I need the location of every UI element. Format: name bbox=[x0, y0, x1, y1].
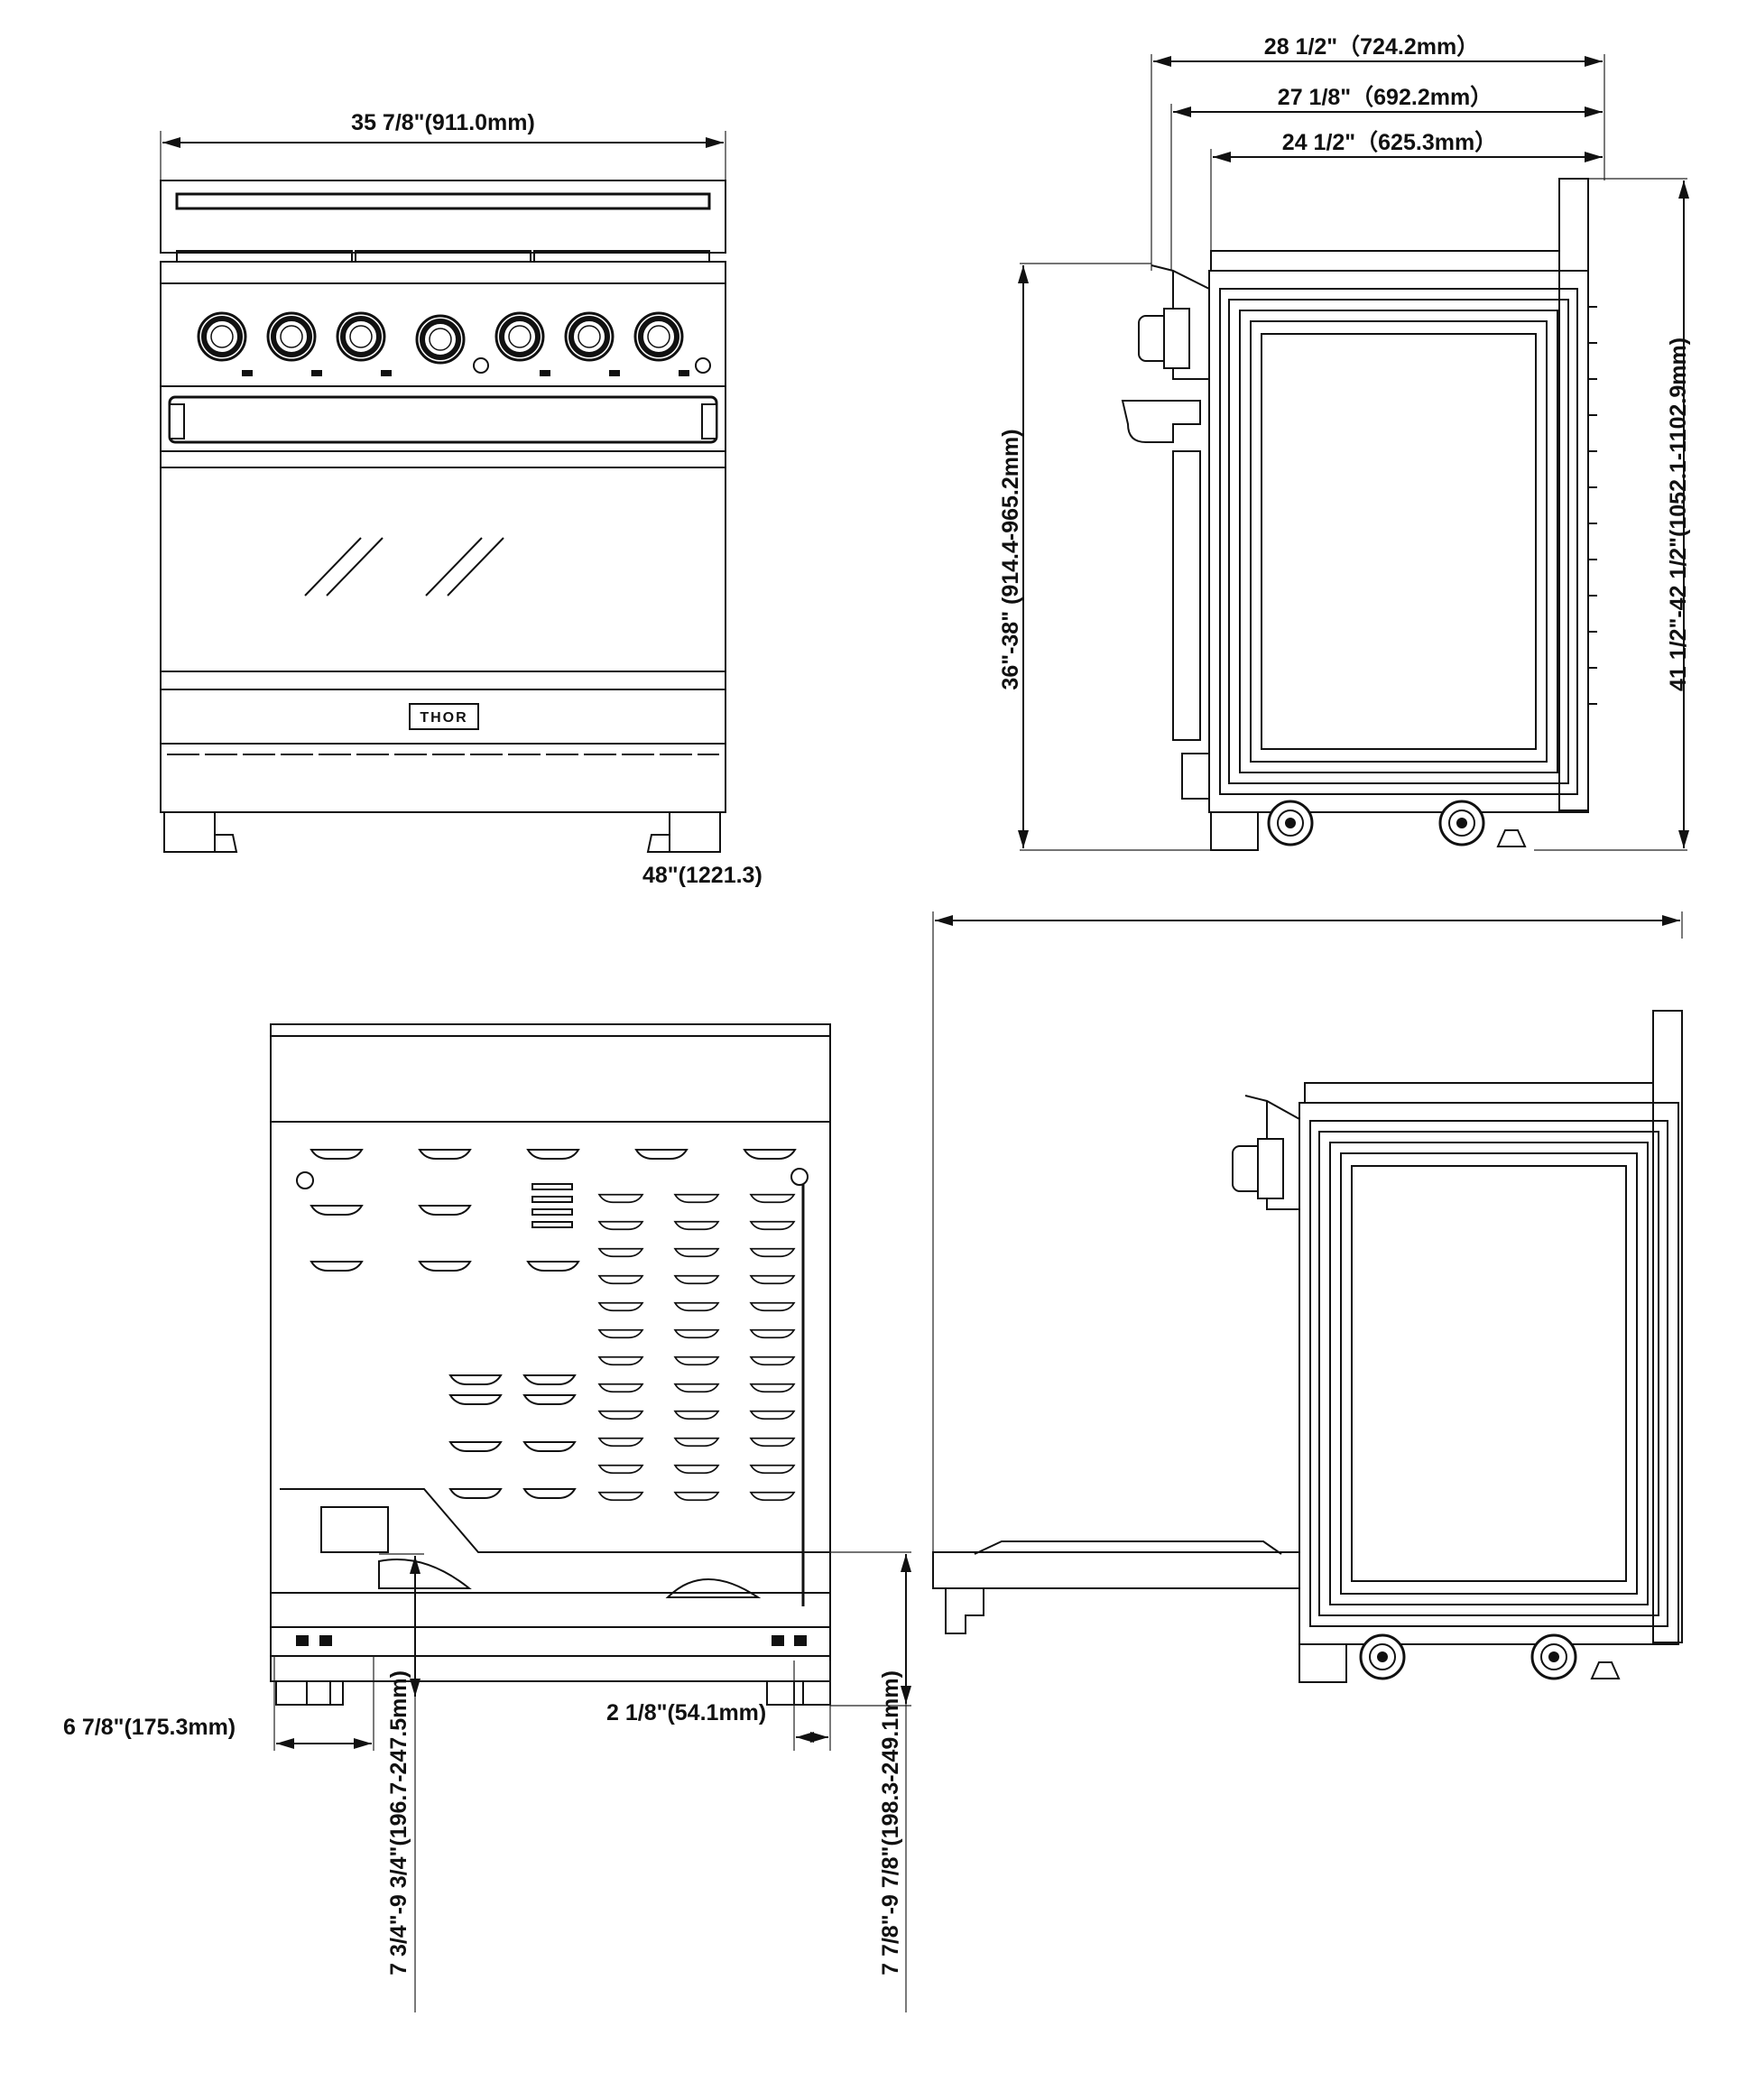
wheel-icon bbox=[1267, 800, 1314, 846]
rear-fitting-icon bbox=[296, 1171, 314, 1189]
vent-slot-grid bbox=[598, 1193, 795, 1502]
side-leg bbox=[1299, 1643, 1347, 1683]
backguard bbox=[160, 180, 726, 254]
oven-window bbox=[160, 467, 726, 672]
leveling-foot-icon bbox=[1590, 1661, 1621, 1679]
height-label: 36"-38" (914.4-965.2mm) bbox=[998, 429, 1023, 689]
burner-knob-icon bbox=[337, 313, 384, 360]
oven-door bbox=[160, 450, 726, 690]
rear-leg bbox=[306, 1680, 344, 1706]
front-leg bbox=[163, 811, 216, 853]
backguard-side bbox=[1558, 178, 1589, 811]
backguard-side bbox=[1652, 1010, 1683, 1643]
wheel-icon bbox=[1438, 800, 1485, 846]
backguard-height-label: 41 1/2"-42 1/2"(1052.1-1102.9mm) bbox=[1666, 338, 1691, 691]
brand-logo: THOR bbox=[420, 710, 467, 726]
burner-knob-icon bbox=[566, 313, 613, 360]
brand-logo-plate bbox=[409, 703, 479, 730]
body-depth-label: 27 1/8"（692.2mm） bbox=[1278, 84, 1493, 110]
side-leg bbox=[1210, 811, 1259, 851]
burner-knob-icon bbox=[635, 313, 682, 360]
wheel-icon bbox=[1359, 1633, 1406, 1680]
front-width-label: 35 7/8"(911.0mm) bbox=[351, 110, 535, 135]
igniter-switch-icon bbox=[695, 357, 711, 374]
cabinet-depth-label: 24 1/2"（625.3mm） bbox=[1282, 129, 1497, 155]
burner-knob-icon bbox=[268, 313, 315, 360]
oven-knob-icon bbox=[417, 316, 464, 363]
rear-label-plate bbox=[531, 1183, 573, 1228]
rear-base bbox=[270, 1655, 831, 1682]
open-oven-door bbox=[932, 1551, 1300, 1589]
side-cabinet bbox=[1299, 1102, 1679, 1645]
overall-depth-label: 28 1/2"（724.2mm） bbox=[1264, 33, 1479, 60]
gas-regulator-icon bbox=[320, 1506, 389, 1553]
oven-handle-side bbox=[1121, 400, 1201, 443]
rear-fitting-icon bbox=[790, 1168, 809, 1186]
light-switch-icon bbox=[473, 357, 489, 374]
rear-view: 6 7/8"(175.3mm) 2 1/8"(54.1mm) 7 3/4"-9 … bbox=[63, 1023, 911, 2012]
leg-offset-label: 6 7/8"(175.3mm) bbox=[63, 1715, 236, 1740]
rear-panel bbox=[270, 1121, 831, 1628]
side-view-door-open bbox=[932, 911, 1683, 1683]
burner-knob-icon bbox=[496, 313, 543, 360]
inlet-height-right-label: 7 7/8"-9 7/8"(198.3-249.1mm) bbox=[878, 1670, 903, 1975]
oven-door-handle bbox=[168, 395, 718, 444]
leveling-foot-icon bbox=[1496, 829, 1527, 847]
grate-side bbox=[1210, 250, 1560, 272]
rear-leg bbox=[766, 1680, 804, 1706]
leg-inset-label: 2 1/8"(54.1mm) bbox=[606, 1700, 766, 1725]
wheel-icon bbox=[1530, 1633, 1577, 1680]
front-view: 35 7/8"(911.0mm) bbox=[160, 110, 762, 888]
rear-leg bbox=[275, 1680, 331, 1706]
open-door-handle bbox=[945, 1587, 984, 1634]
front-depth-open-label: 48"(1221.3) bbox=[642, 863, 762, 888]
rear-leg bbox=[793, 1680, 831, 1706]
front-leg bbox=[669, 811, 721, 853]
rear-backguard bbox=[270, 1023, 831, 1123]
side-cabinet bbox=[1208, 270, 1589, 813]
inlet-height-left-label: 7 3/4"-9 3/4"(196.7-247.5mm) bbox=[386, 1670, 411, 1975]
side-view: 28 1/2"（724.2mm） 27 1/8"（692.2mm） 24 1/2… bbox=[998, 33, 1691, 851]
burner-knob-icon bbox=[199, 313, 245, 360]
